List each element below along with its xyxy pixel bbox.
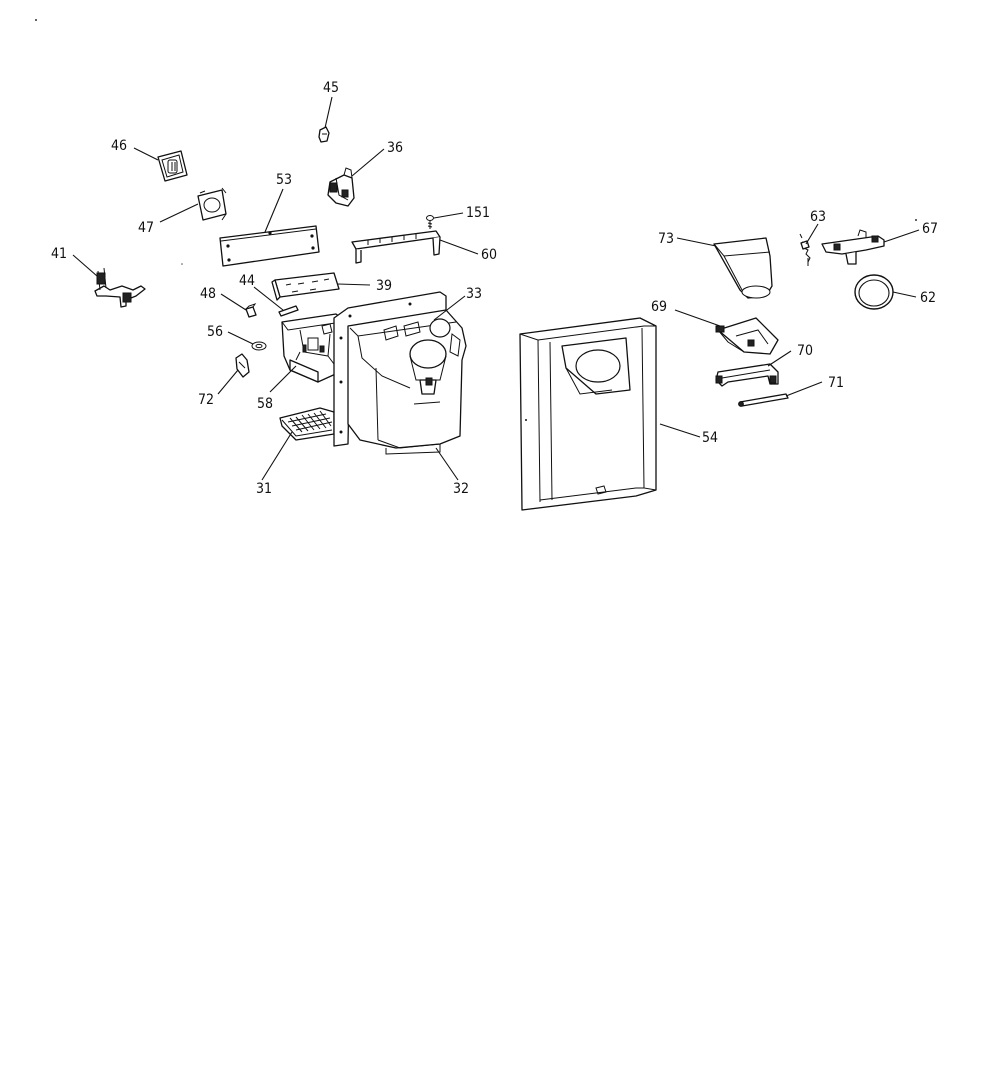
part-60-channel [351,230,441,264]
label-33: 33 [466,286,482,302]
leader-lines [72,96,920,481]
part-73-chute [713,237,773,299]
label-56: 56 [207,324,223,340]
part-53-panel [219,225,320,267]
part-72-clip [235,353,250,378]
part-70-bracket [715,363,779,387]
part-54-front-panel [519,317,657,511]
label-48: 48 [200,286,216,302]
label-60: 60 [481,247,497,263]
label-44: 44 [239,273,255,289]
label-73: 73 [658,231,674,247]
part-39-switch-housing [271,272,340,301]
label-151: 151 [466,205,490,221]
label-32: 32 [453,481,469,497]
label-53: 53 [276,172,292,188]
label-70: 70 [797,343,813,359]
part-labels: 45 46 36 53 47 151 60 41 39 44 48 33 56 … [51,80,938,497]
label-45: 45 [323,80,339,96]
label-71: 71 [828,375,844,391]
part-32-main-housing [333,291,467,455]
label-46: 46 [111,138,127,154]
part-44-pin [278,305,299,317]
part-56-washer [251,341,267,351]
label-54: 54 [702,430,718,446]
part-46-cap [157,150,188,182]
part-62-ring [854,274,894,310]
part-69-flap [715,317,779,355]
part-151-screw [426,215,434,229]
label-62: 62 [920,290,936,306]
label-67: 67 [922,221,938,237]
part-58-sub-housing [281,313,345,383]
label-69: 69 [651,299,667,315]
part-63-spring [799,233,811,266]
part-45-clip [318,126,330,143]
part-67-bracket [821,219,917,265]
label-36: 36 [387,140,403,156]
label-39: 39 [376,278,392,294]
label-72: 72 [198,392,214,408]
label-41: 41 [51,246,67,262]
label-63: 63 [810,209,826,225]
part-41-lever [94,267,146,308]
part-36-actuator [327,167,355,207]
label-31: 31 [256,481,272,497]
part-31-drip-grille [279,407,335,441]
label-47: 47 [138,220,154,236]
label-58: 58 [257,396,273,412]
part-47-bracket [197,187,227,221]
part-71-rod [738,393,789,407]
part-48-block [245,303,257,318]
